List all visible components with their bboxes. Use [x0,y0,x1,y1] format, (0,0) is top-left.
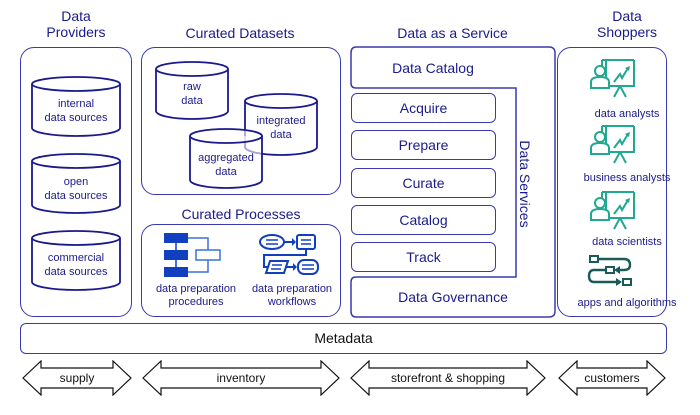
data-source-cylinder: open data sources [30,152,122,214]
providers-title: Data Providers [20,8,132,40]
providers-title-line1: Data [61,8,91,24]
source-label-line2: data sources [44,190,108,202]
arrow-inventory: inventory [142,359,340,397]
curated-processes-title: Curated Processes [181,206,301,222]
service-prepare: Prepare [351,130,496,160]
source-label-line1: commercial [47,252,105,264]
cylinder-icon [31,153,121,214]
service-track: Track [351,242,496,272]
algorithm-flow-icon [587,255,632,286]
service-acquire: Acquire [351,93,496,123]
service-catalog: Catalog [351,205,496,235]
source-label-line2: data sources [44,112,108,124]
metadata-label: Metadata [314,330,373,346]
workflows-label-line1: data preparation [251,283,333,295]
source-label-line1: internal [57,98,95,110]
arrow-label-storefront: storefront & shopping [390,371,506,385]
dataset-label-line1: raw [183,81,201,93]
data-source-cylinder: internal data sources [30,75,122,137]
source-label-line2: data sources [44,266,108,278]
arrow-supply: supply [22,359,132,397]
data-catalog-label: Data Catalog [392,60,474,76]
providers-title-line2: Providers [46,24,106,40]
cylinder-icon [155,61,229,120]
presenter-chart-icon [590,125,635,164]
workflows-label: data preparation workflows [244,283,340,309]
double-arrow-icon [350,359,546,397]
dataset-label-line1: integrated [256,115,306,127]
presenter-chart-icon [590,191,635,230]
arrow-label-supply: supply [59,371,95,385]
cylinder-icon [189,128,263,189]
metadata-bar: Metadata [20,323,667,354]
service-curate: Curate [351,168,496,198]
arrow-label-customers: customers [584,371,640,385]
procedures-label-line1: data preparation [155,283,237,295]
procedures-flowchart-icon [164,233,221,277]
shoppers-title-line2: Shoppers [597,24,657,40]
daas-frame [350,46,556,318]
curated-datasets-title: Curated Datasets [185,25,295,41]
presenter-chart-icon [590,59,635,98]
daas-title: Data as a Service [397,25,508,41]
double-arrow-icon [22,359,132,397]
arrow-customers: customers [558,359,666,397]
double-arrow-icon [558,359,666,397]
source-label-line1: open [63,176,89,188]
arrow-label-inventory: inventory [216,371,266,385]
dataset-label-line2: data [215,166,237,178]
dataset-cylinder-integrated: integrated data [243,92,319,156]
shopper-label: apps and algorithms [577,297,677,309]
cylinder-icon [244,93,318,156]
shoppers-title-line1: Data [612,8,642,24]
workflow-icon [259,234,319,275]
shopper-label: business analysts [583,172,671,184]
shoppers-title: Data Shoppers [557,8,697,40]
data-governance-label: Data Governance [398,289,508,305]
workflows-label-line2: workflows [267,296,317,308]
shopper-label: data analysts [594,108,660,120]
cylinder-icon [31,76,121,137]
procedures-label-line2: procedures [168,296,224,308]
data-source-cylinder: commercial data sources [30,229,122,291]
dataset-label-line2: data [270,129,292,141]
shopper-label: data scientists [592,236,662,248]
dataset-label-line2: data [181,95,203,107]
double-arrow-icon [142,359,340,397]
dataset-cylinder-aggregated: aggregated data [188,127,264,189]
procedures-label: data preparation procedures [148,283,244,309]
cylinder-icon [31,230,121,291]
arrow-storefront: storefront & shopping [350,359,546,397]
dataset-label-line1: aggregated [198,152,254,164]
dataset-cylinder-raw: raw data [154,60,230,120]
data-services-label: Data Services [517,140,533,228]
